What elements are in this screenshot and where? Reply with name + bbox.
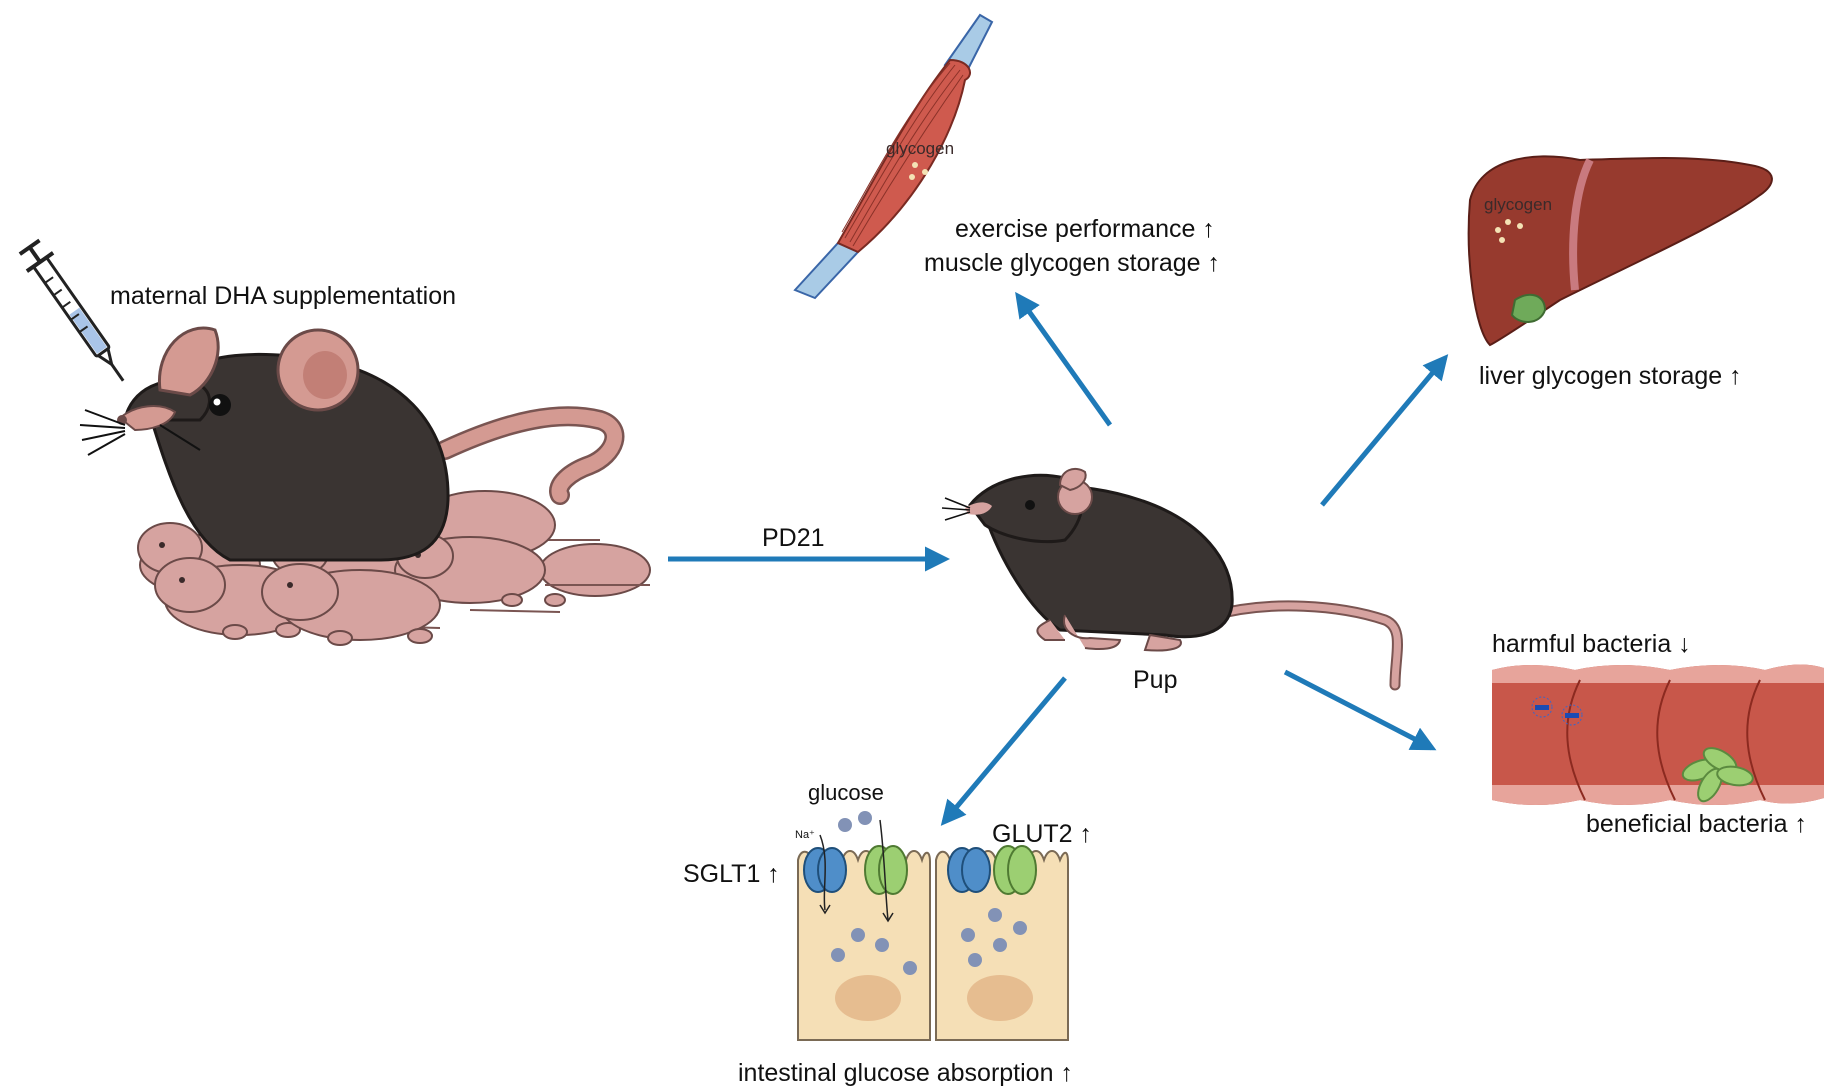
liver-glycogen-label: liver glycogen storage ↑ <box>1479 364 1742 389</box>
glut2-text: GLUT2 <box>992 820 1073 848</box>
muscle-glycogen-label: muscle glycogen storage ↑ <box>924 251 1220 276</box>
newborn-pup-icon <box>394 533 566 613</box>
harmful-bacteria-icon <box>1531 696 1583 726</box>
maternal-label: maternal DHA supplementation <box>110 282 457 310</box>
sglt1-label: SGLT1 ↑ <box>683 862 780 887</box>
enterocyte-icon <box>797 811 1069 1041</box>
pd21-label: PD21 <box>762 524 825 552</box>
up-arrow-icon: ↑ <box>1202 215 1215 243</box>
up-arrow-icon: ↑ <box>1079 820 1093 848</box>
up-arrow-icon: ↑ <box>1729 362 1742 390</box>
muscle-icon <box>793 13 994 300</box>
harmful-text: harmful bacteria <box>1492 630 1672 658</box>
up-arrow-icon: ↑ <box>1794 810 1807 838</box>
beneficial-text: beneficial bacteria <box>1586 810 1788 838</box>
mother-mouse-icon <box>79 326 625 562</box>
exercise-text: exercise performance <box>955 215 1196 243</box>
up-arrow-icon: ↑ <box>1060 1059 1073 1087</box>
arrow-to-liver <box>1320 354 1449 507</box>
muscle-glycogen-text: muscle glycogen storage <box>924 249 1201 277</box>
exercise-performance-label: exercise performance ↑ <box>955 217 1215 242</box>
arrow-to-intestine-cells <box>940 676 1067 826</box>
down-arrow-icon: ↓ <box>1678 630 1691 658</box>
muscle-glycogen-tag: glycogen <box>886 139 955 158</box>
glut2-label: GLUT2 ↑ <box>992 822 1092 847</box>
liver-glycogen-text: liver glycogen storage <box>1479 362 1723 390</box>
syringe-icon <box>18 238 125 382</box>
absorption-text: intestinal glucose absorption <box>738 1059 1054 1087</box>
newborn-pup-icon <box>261 563 441 646</box>
arrow-to-muscle <box>1015 291 1113 427</box>
glut2-transporter-icon <box>864 845 1037 895</box>
sodium-label: Na⁺ <box>795 829 815 841</box>
liver-glycogen-tag: glycogen <box>1484 195 1553 214</box>
liver-icon <box>1467 155 1773 347</box>
intestine-icon <box>1492 664 1824 805</box>
glucose-label: glucose <box>808 780 884 805</box>
harmful-bacteria-label: harmful bacteria ↓ <box>1492 632 1691 657</box>
pup-mouse-icon <box>941 467 1403 691</box>
intestinal-absorption-label: intestinal glucose absorption ↑ <box>738 1061 1073 1086</box>
up-arrow-icon: ↑ <box>1207 249 1221 277</box>
up-arrow-icon: ↑ <box>767 860 780 888</box>
sglt1-text: SGLT1 <box>683 860 761 888</box>
beneficial-bacteria-label: beneficial bacteria ↑ <box>1586 812 1807 837</box>
arrow-to-gut <box>1283 669 1437 751</box>
pup-label: Pup <box>1133 666 1178 694</box>
